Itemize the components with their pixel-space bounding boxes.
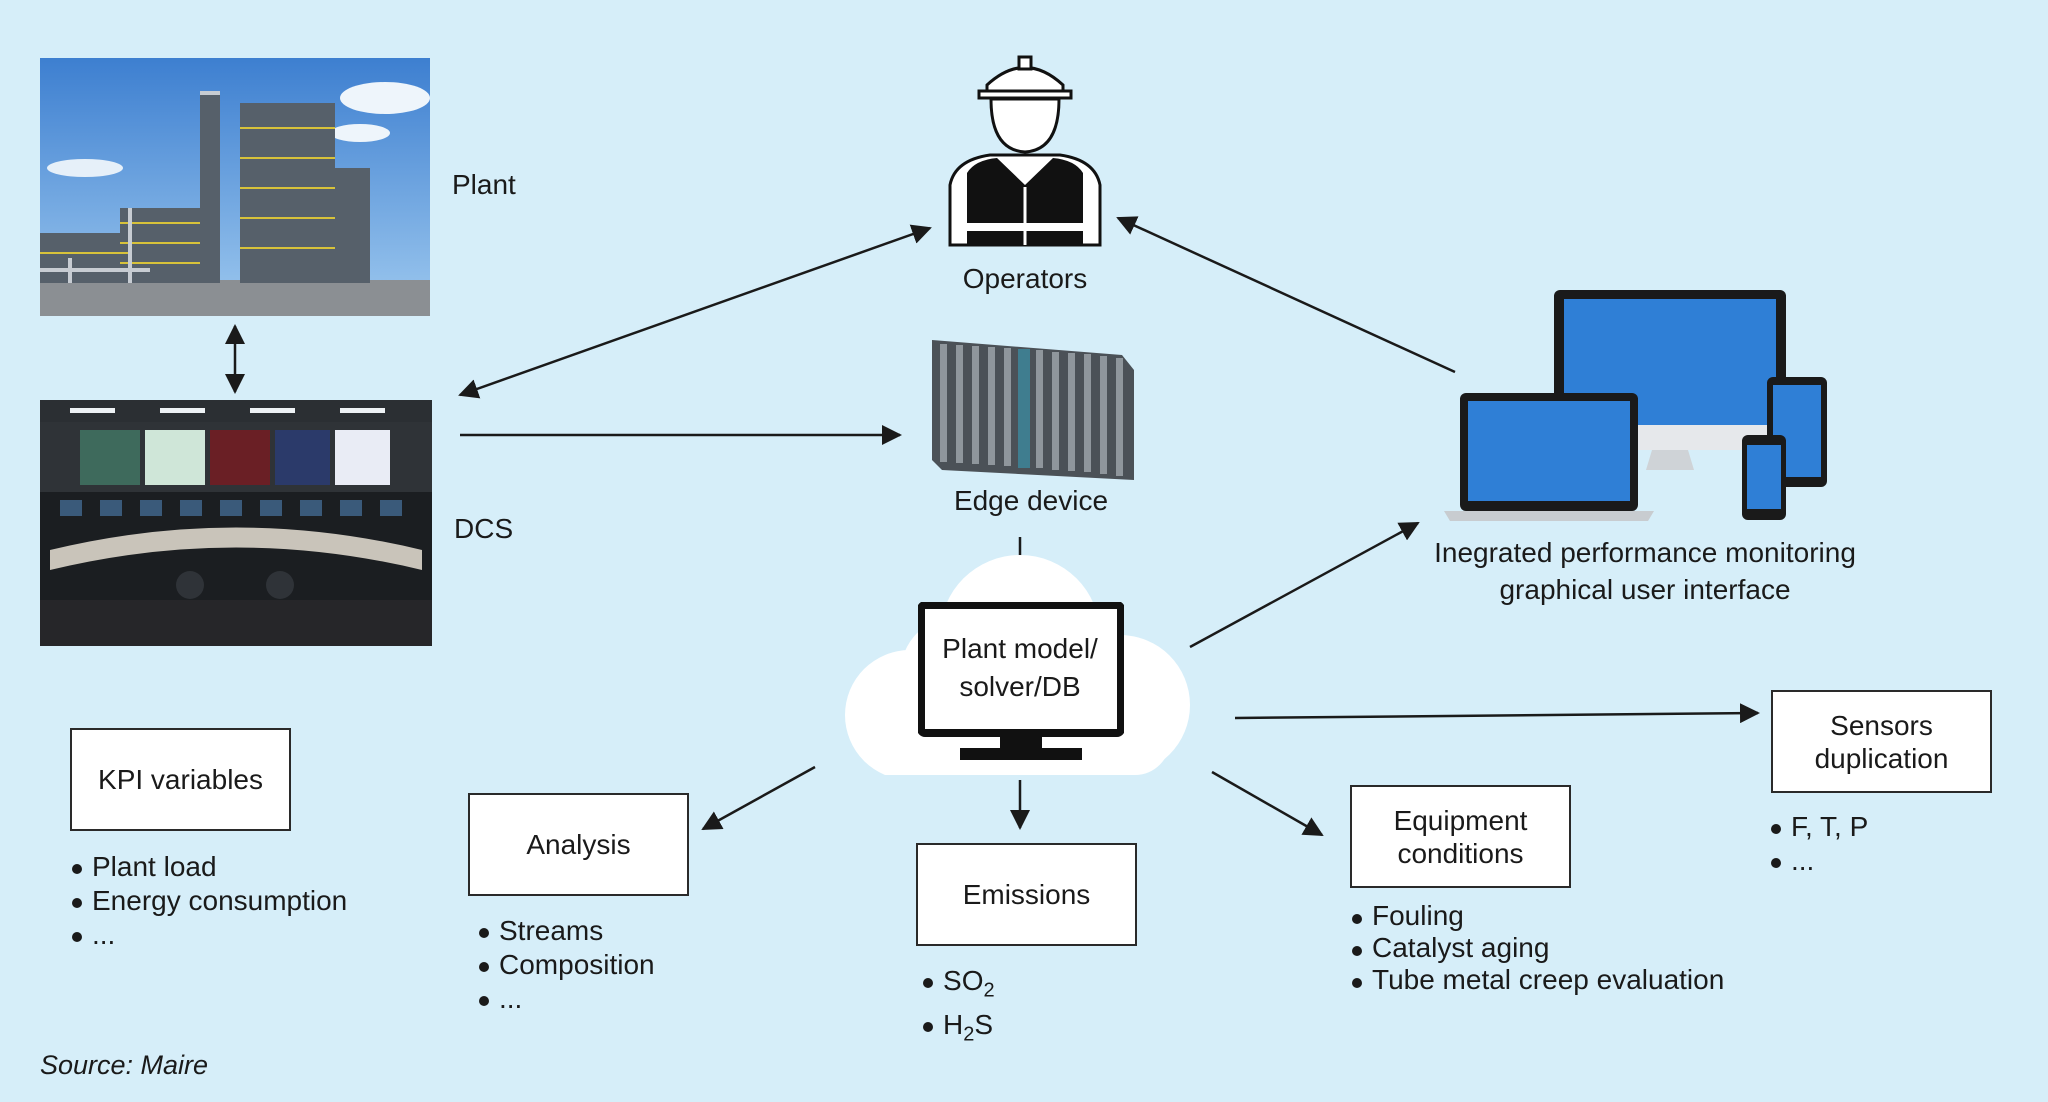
kpi-bullet-list: Plant load Energy consumption ... [72,850,347,952]
kpi-bullet-3: ... [72,918,347,952]
kpi-variables-box: KPI variables [70,728,291,831]
source-caption: Source: Maire [40,1050,209,1080]
arrow-cloud-gui [1189,521,1420,649]
sensors-bullet-2: ... [1771,844,1868,878]
equipment-conditions-box: Equipment conditions [1350,785,1571,888]
analysis-bullet-2: Composition [479,948,655,982]
arrow-cloud-equipment [1211,770,1324,837]
monitor-icon [918,602,1124,760]
arrow-dcs-operators [458,224,932,399]
plant-model-line-1: Plant model/ [942,633,1098,664]
arrow-cloud-analysis [701,765,816,831]
sensors-title-line-2: duplication [1814,742,1949,774]
equipment-bullet-2: Catalyst aging [1352,932,1724,964]
operators-label: Operators [962,263,1088,294]
dcs-label: DCS [454,513,514,544]
emissions-bullet-1: SO2 [923,964,995,1008]
plant-label: Plant [452,169,516,200]
emissions-bullet-2: H2S [923,1008,995,1052]
analysis-bullet-1: Streams [479,914,655,948]
sensors-bullet-1: F, T, P [1771,810,1868,844]
equipment-bullet-1: Fouling [1352,900,1724,932]
emissions-bullet-list: SO2 H2S [923,964,995,1051]
sensors-duplication-box: Sensors duplication [1771,690,1992,793]
emissions-title: Emissions [962,879,1091,910]
arrow-cloud-sensors [1234,703,1760,724]
equipment-title-line-1: Equipment [1393,804,1528,836]
gui-label-line-2: graphical user interface [1499,574,1791,605]
analysis-box: Analysis [468,793,689,896]
edge-device-icon [932,340,1134,480]
sensors-bullet-list: F, T, P ... [1771,810,1868,878]
sensors-title-line-1: Sensors [1830,709,1933,741]
gui-label: Inegrated performance monitoring graphic… [1395,534,1895,608]
gui-label-line-1: Inegrated performance monitoring [1434,537,1856,568]
analysis-bullet-list: Streams Composition ... [479,914,655,1016]
kpi-bullet-1: Plant load [72,850,347,884]
plant-model-line-2: solver/DB [959,671,1081,702]
emissions-box: Emissions [916,843,1137,946]
analysis-bullet-3: ... [479,982,655,1016]
kpi-bullet-2: Energy consumption [72,884,347,918]
analysis-title: Analysis [526,829,631,860]
operator-icon [948,55,1102,247]
equipment-bullet-3: Tube metal creep evaluation [1352,964,1724,996]
kpi-variables-title: KPI variables [98,764,263,795]
devices-icon [1444,290,1827,521]
plant-model-label: Plant model/ solver/DB [930,630,1110,706]
equipment-bullet-list: Fouling Catalyst aging Tube metal creep … [1352,900,1724,996]
edge-device-label: Edge device [953,485,1109,516]
equipment-title-line-2: conditions [1397,837,1524,869]
arrow-gui-operators [1116,216,1456,374]
dcs-control-room-photo [40,400,432,646]
plant-photo [40,58,430,316]
